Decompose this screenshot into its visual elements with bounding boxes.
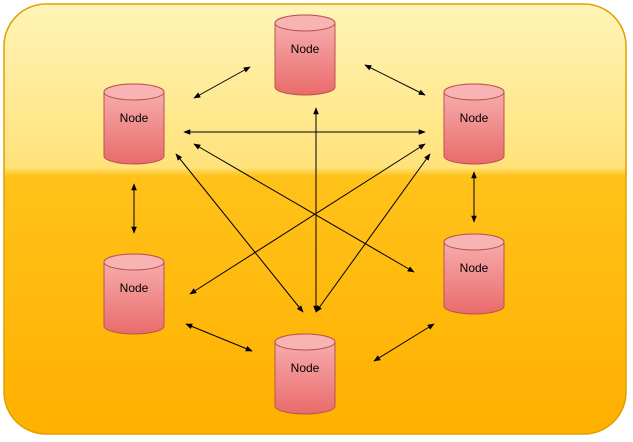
node-upper-left[interactable]: Node xyxy=(103,83,165,165)
cylinder-top xyxy=(274,333,336,351)
edge-n-top-n-upper-right xyxy=(364,64,426,96)
node-top[interactable]: Node xyxy=(274,14,336,96)
cylinder-top xyxy=(103,253,165,271)
node-label: Node xyxy=(120,111,149,125)
node-lower-right[interactable]: Node xyxy=(443,233,505,315)
node-label: Node xyxy=(460,111,489,125)
cylinder-top xyxy=(443,233,505,251)
edge-n-lower-left-n-bottom xyxy=(185,323,253,352)
node-bottom[interactable]: Node xyxy=(274,333,336,415)
node-label: Node xyxy=(291,361,320,375)
edges xyxy=(131,64,477,362)
node-upper-right[interactable]: Node xyxy=(443,83,505,165)
edge-n-upper-right-n-bottom xyxy=(315,153,431,313)
cylinder-top xyxy=(443,83,505,101)
cylinder-top xyxy=(274,14,336,32)
node-lower-left[interactable]: Node xyxy=(103,253,165,335)
edge-n-bottom-n-lower-right xyxy=(373,323,435,362)
node-label: Node xyxy=(460,261,489,275)
edge-n-top-n-upper-left xyxy=(193,66,251,99)
cylinder-top xyxy=(103,83,165,101)
node-label: Node xyxy=(291,42,320,56)
node-label: Node xyxy=(120,281,149,295)
